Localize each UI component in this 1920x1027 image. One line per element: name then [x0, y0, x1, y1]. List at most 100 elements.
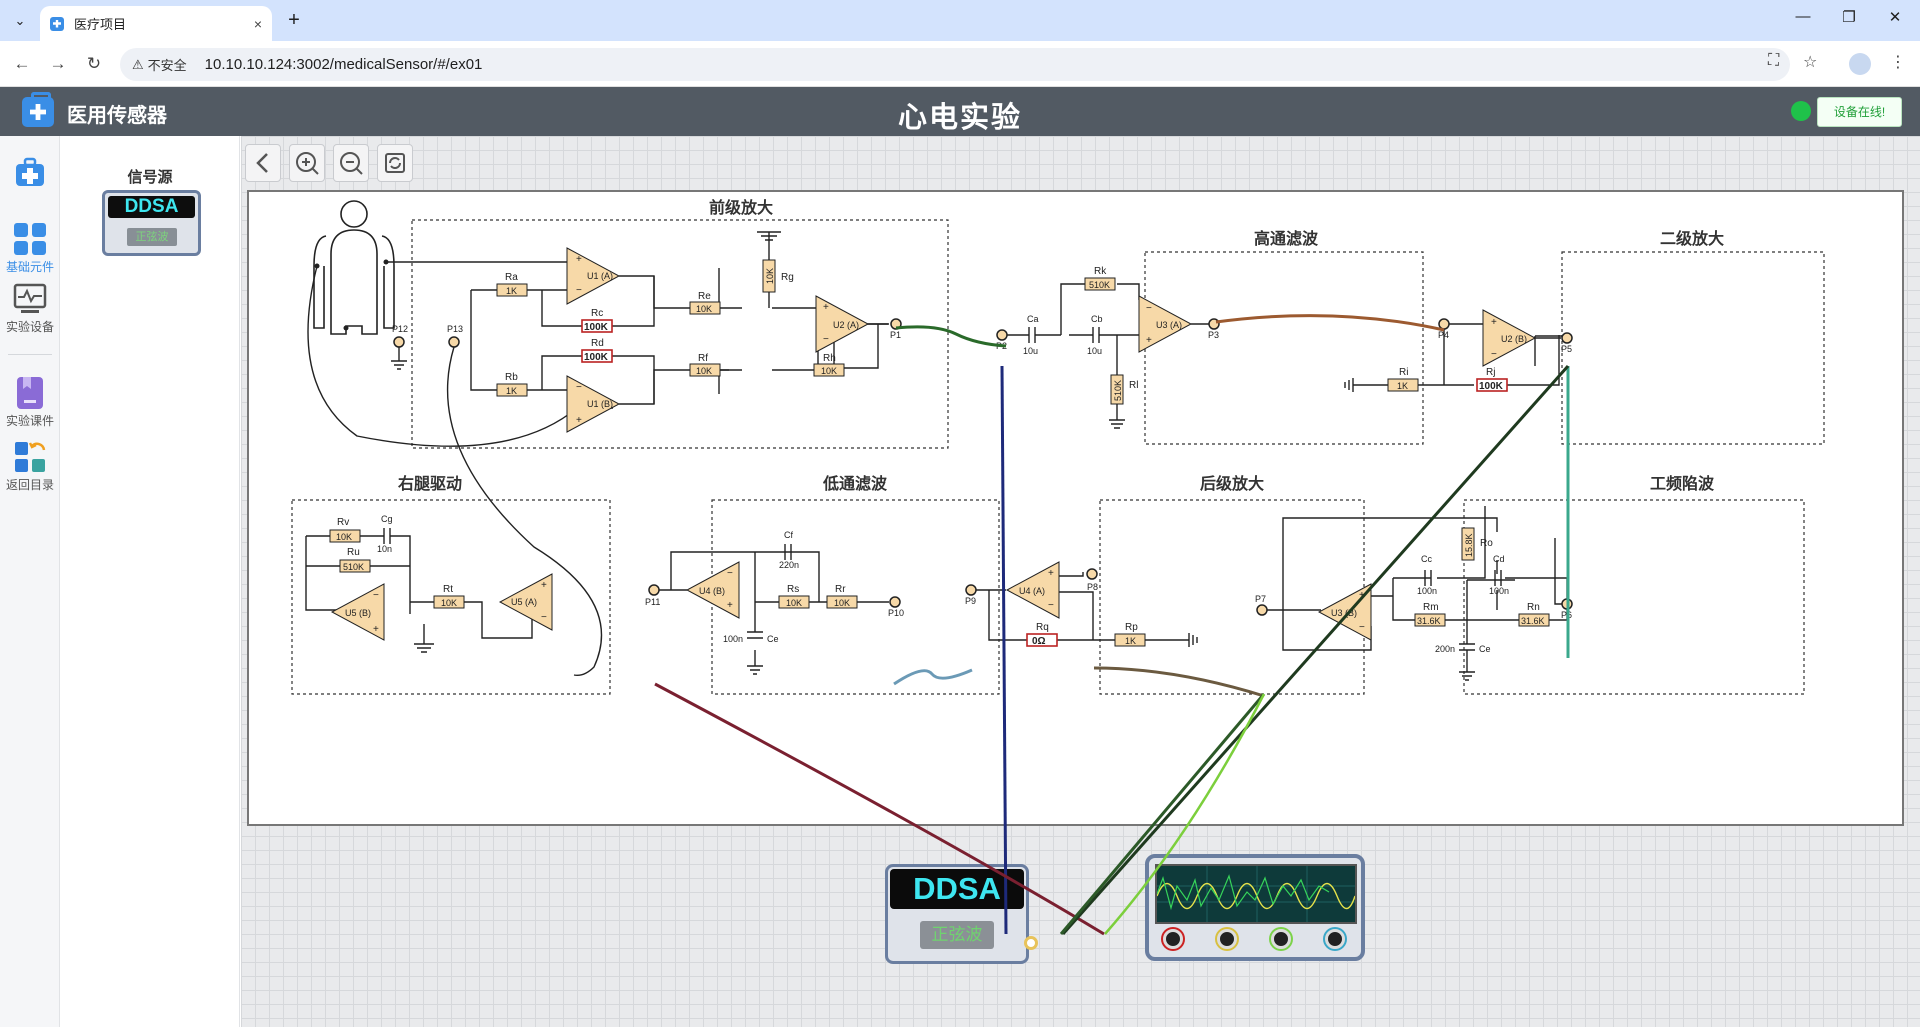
svg-text:+: +	[727, 600, 733, 611]
sidebar-item-label: 实验设备	[5, 320, 54, 334]
zoom-out-icon[interactable]	[333, 144, 369, 182]
tab-favicon-icon	[50, 16, 64, 31]
url-text[interactable]: 10.10.10.124:3002/medicalSensor/#/ex01	[204, 56, 483, 73]
svg-text:P11: P11	[645, 597, 660, 607]
svg-text:220n: 220n	[779, 560, 799, 570]
restore-icon[interactable]: ❐	[1842, 9, 1856, 26]
medical-kit-logo-icon	[22, 92, 54, 127]
device-status-button[interactable]: 设备在线!	[1817, 97, 1902, 127]
wire-p7-scope-a	[1059, 693, 1266, 935]
security-label[interactable]: 不安全	[147, 58, 187, 73]
svg-text:Rr: Rr	[835, 584, 846, 595]
resistor-rn	[1518, 613, 1550, 627]
forward-icon[interactable]: →	[49, 54, 67, 73]
svg-text:10K: 10K	[336, 532, 352, 542]
svg-text:−: −	[1491, 349, 1497, 360]
sidebar-item-back-to-menu[interactable]: 返回目录	[0, 440, 60, 493]
rld-title: 右腿驱动	[398, 474, 462, 493]
oscilloscope-screen	[1155, 864, 1357, 924]
resistor-rq	[1026, 633, 1058, 647]
wire-p10-p9	[893, 668, 973, 686]
lowpass-title: 低通滤波	[822, 474, 888, 493]
svg-text:10n: 10n	[377, 544, 392, 554]
svg-text:P12: P12	[392, 324, 408, 334]
svg-text:Rk: Rk	[1094, 266, 1107, 277]
svg-text:510K: 510K	[1113, 380, 1123, 401]
medical-kit-icon	[13, 156, 47, 190]
reload-icon[interactable]: ↻	[86, 54, 102, 73]
more-menu-icon[interactable]: ⋮	[1890, 54, 1906, 71]
zoom-in-icon[interactable]	[289, 144, 325, 182]
scope-channel-1-port[interactable]	[1163, 929, 1183, 949]
port-p5	[1561, 332, 1573, 344]
opamp-u2a	[815, 295, 870, 353]
svg-text:Cd: Cd	[1493, 554, 1505, 564]
resistor-rl	[1110, 374, 1124, 405]
bookmark-star-icon[interactable]: ☆	[1803, 54, 1818, 71]
svg-text:10K: 10K	[765, 268, 775, 284]
notch-title: 工频陷波	[1650, 474, 1715, 493]
resistor-ru	[339, 559, 371, 573]
svg-text:100K: 100K	[584, 352, 609, 363]
opamp-u1b-label: U1 (B)	[587, 399, 613, 409]
highpass-title: 高通滤波	[1254, 229, 1319, 248]
svg-text:510K: 510K	[1089, 280, 1110, 290]
svg-text:10u: 10u	[1023, 346, 1038, 356]
minimize-icon[interactable]: —	[1795, 8, 1811, 25]
sidebar-item-lab-devices[interactable]: 实验设备	[0, 282, 60, 335]
page-title: 心电实验	[897, 102, 1022, 134]
sidebar-item-medical[interactable]	[0, 156, 60, 192]
svg-text:31.6K: 31.6K	[1417, 616, 1441, 626]
browser-tab[interactable]: 医疗项目 ×	[40, 6, 272, 41]
wire-p1-p2	[895, 325, 1007, 348]
scope-channel-3-port[interactable]	[1271, 929, 1291, 949]
svg-text:510K: 510K	[343, 562, 364, 572]
resistor-rg	[762, 259, 776, 293]
profile-avatar-icon[interactable]	[1849, 53, 1871, 75]
sidebar-item-label: 基础元件	[5, 260, 54, 274]
svg-text:10K: 10K	[441, 598, 457, 608]
ddsa-output-port[interactable]	[1024, 936, 1038, 950]
svg-text:Ri: Ri	[1399, 367, 1408, 378]
sidebar-item-label: 实验课件	[5, 414, 54, 428]
tab-search-chevron-icon[interactable]: ⌄	[14, 13, 26, 28]
scope-channel-2-port[interactable]	[1217, 929, 1237, 949]
svg-text:100K: 100K	[1479, 381, 1504, 392]
svg-text:Rd: Rd	[591, 338, 604, 349]
svg-text:P1: P1	[890, 330, 901, 340]
app-header: 医用传感器 心电实验 设备在线!	[0, 87, 1920, 136]
svg-text:15.8K: 15.8K	[1464, 533, 1474, 557]
scope-channel-4-port[interactable]	[1325, 929, 1345, 949]
opamp-u4b-label: U4 (B)	[699, 586, 725, 596]
oscilloscope-device[interactable]	[1145, 854, 1365, 961]
svg-text:−: −	[1359, 622, 1365, 633]
svg-text:Cb: Cb	[1091, 314, 1103, 324]
sidebar-item-basic-components[interactable]: 基础元件	[0, 222, 60, 275]
preamp-title: 前级放大	[709, 198, 773, 217]
new-tab-button[interactable]: +	[288, 9, 300, 31]
opamp-u1b	[566, 375, 621, 433]
address-bar[interactable]: ⚠ 不安全 10.10.10.124:3002/medicalSensor/#/…	[120, 48, 1790, 81]
svg-text:Rs: Rs	[787, 584, 799, 595]
post-amp-title: 后级放大	[1200, 474, 1264, 493]
svg-text:200n: 200n	[1435, 644, 1455, 654]
sidebar-item-courseware[interactable]: 实验课件	[0, 376, 60, 429]
sidebar-divider	[8, 354, 52, 355]
tab-close-icon[interactable]: ×	[253, 15, 262, 32]
opamp-u2a-label: U2 (A)	[833, 320, 859, 330]
back-icon[interactable]: ←	[13, 54, 31, 73]
ddsa-device-wave-button[interactable]: 正弦波	[920, 921, 994, 949]
workspace-canvas[interactable]: .w { stroke:#222; stroke-width:1.4; fill…	[241, 136, 1920, 1027]
svg-text:Rl: Rl	[1129, 380, 1138, 391]
close-window-icon[interactable]: ✕	[1888, 9, 1902, 26]
svg-text:Rm: Rm	[1423, 602, 1439, 613]
resistor-rj	[1476, 378, 1508, 392]
ddsa-palette-item[interactable]: DDSA 正弦波	[102, 190, 201, 256]
translate-icon[interactable]: ⛶	[1768, 52, 1780, 69]
svg-text:P13: P13	[447, 324, 463, 334]
svg-text:31.6K: 31.6K	[1521, 616, 1545, 626]
reset-view-icon[interactable]	[377, 144, 413, 182]
svg-text:Rt: Rt	[443, 584, 453, 595]
tab-title: 医疗项目	[74, 17, 127, 32]
back-tool-icon[interactable]	[245, 144, 281, 182]
